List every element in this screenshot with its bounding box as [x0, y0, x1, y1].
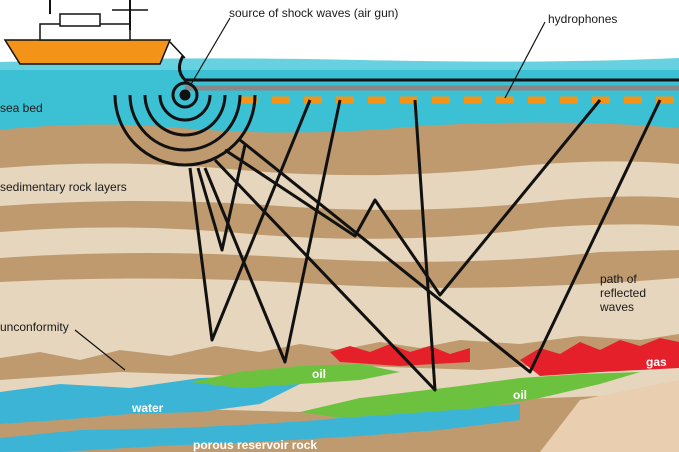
wave-path-2 — [196, 144, 247, 252]
deep-right-sand — [540, 380, 679, 452]
wave-path-4 — [213, 99, 437, 392]
oil-right-label: oil — [513, 388, 527, 402]
gas-label: gas — [646, 355, 667, 369]
water-layer — [0, 376, 300, 424]
oil-left-label: oil — [312, 367, 326, 381]
water-layer-lower — [0, 404, 520, 452]
air-gun-wave-icon — [113, 81, 257, 167]
leader-unconformity — [74, 329, 126, 371]
hydrophone-streamer-icon — [178, 55, 679, 104]
sedimentary-label: sedimentary rock layers — [0, 180, 127, 194]
sea-bed-label: sea bed — [0, 101, 43, 115]
path-label: path of reflected waves — [600, 272, 647, 314]
survey-ship-icon — [3, 0, 186, 65]
leader-hydrophones — [504, 21, 546, 99]
source-label: source of shock waves (air gun) — [229, 6, 399, 20]
sea-surface — [0, 58, 679, 70]
oil-pocket-right — [300, 372, 640, 418]
wave-path-6 — [239, 99, 662, 374]
wave-path-5 — [224, 99, 602, 297]
hydrophones-label: hydrophones — [548, 12, 618, 26]
leader-source — [189, 17, 231, 87]
porous-label: porous reservoir rock — [193, 438, 318, 452]
reflected-wave-paths — [188, 99, 662, 392]
water-label: water — [132, 401, 164, 415]
gas-pocket-right — [520, 338, 679, 376]
wave-path-3 — [203, 99, 342, 364]
unconformity-label: unconformity — [0, 320, 69, 334]
oil-pocket-left — [190, 364, 400, 388]
wave-path-1 — [188, 99, 312, 342]
